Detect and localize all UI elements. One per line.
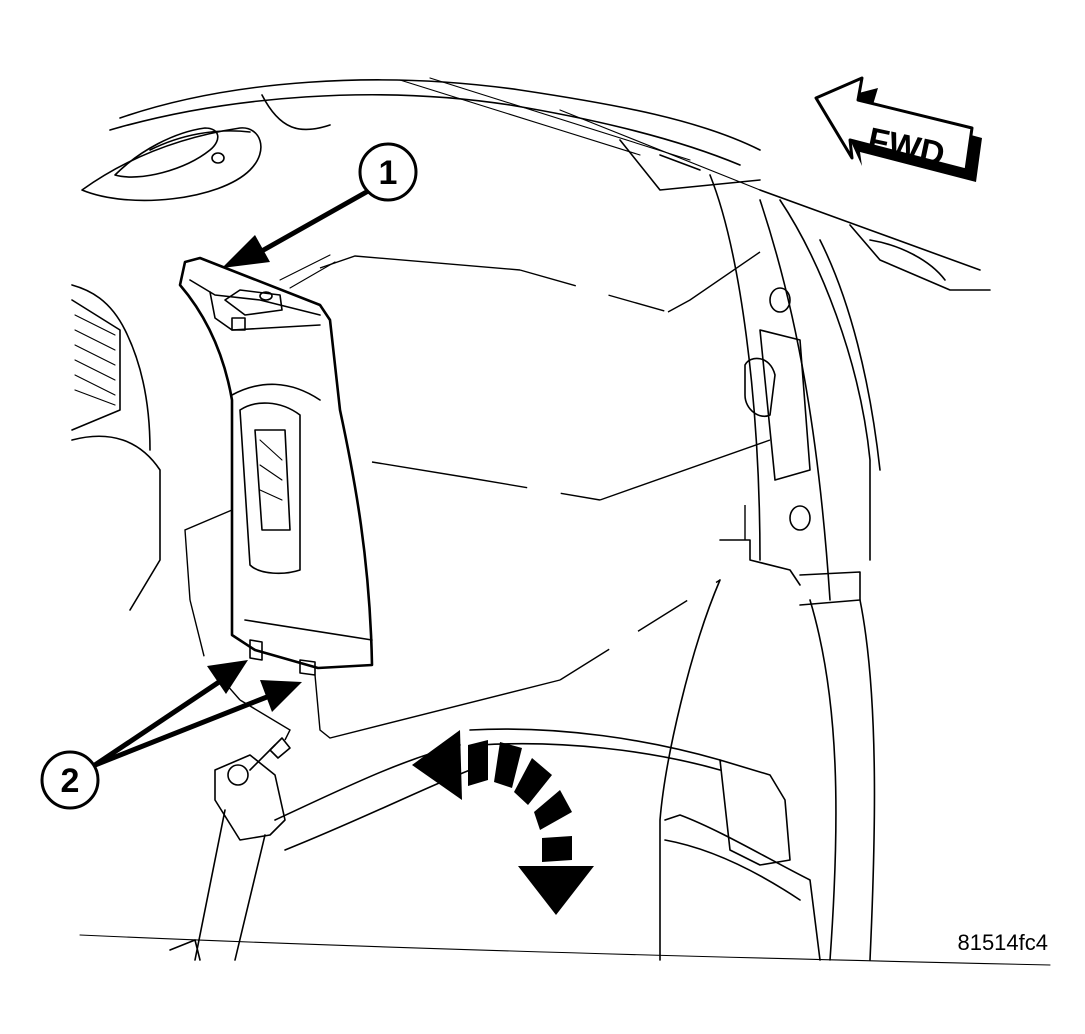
callout-2-circle xyxy=(40,750,100,810)
motion-arrowhead-left xyxy=(412,730,462,800)
floor-edge xyxy=(79,934,1051,966)
callout-1-arrow xyxy=(258,187,372,255)
callout-1-arrowhead xyxy=(222,235,270,268)
removal-motion-arrow xyxy=(412,730,594,915)
callout-1-circle xyxy=(358,142,418,202)
fwd-arrow-shape xyxy=(814,76,974,172)
headliner-outline xyxy=(109,77,761,191)
fwd-direction-arrow: FWD xyxy=(814,76,982,182)
alignment-leader-lines xyxy=(184,251,771,741)
callout-2-arrow-a xyxy=(93,677,224,768)
figure-code: 81514fc4 xyxy=(957,930,1048,955)
left-door-panel xyxy=(71,284,161,611)
callout-1: 1 xyxy=(222,142,418,268)
b-pillar-body xyxy=(709,174,991,961)
motion-arrowhead-down xyxy=(518,866,594,915)
callout-2-arrowhead-a xyxy=(207,660,248,694)
callout-1-number: 1 xyxy=(379,154,398,192)
visor-outline xyxy=(81,94,331,202)
callout-2-arrowhead-b xyxy=(260,680,302,712)
lower-trim-panel xyxy=(469,579,821,961)
callout-2: 2 xyxy=(40,660,302,810)
callout-2-arrow-b xyxy=(94,692,273,768)
b-pillar-trim-panel xyxy=(178,254,374,676)
callout-2-number: 2 xyxy=(61,762,80,800)
